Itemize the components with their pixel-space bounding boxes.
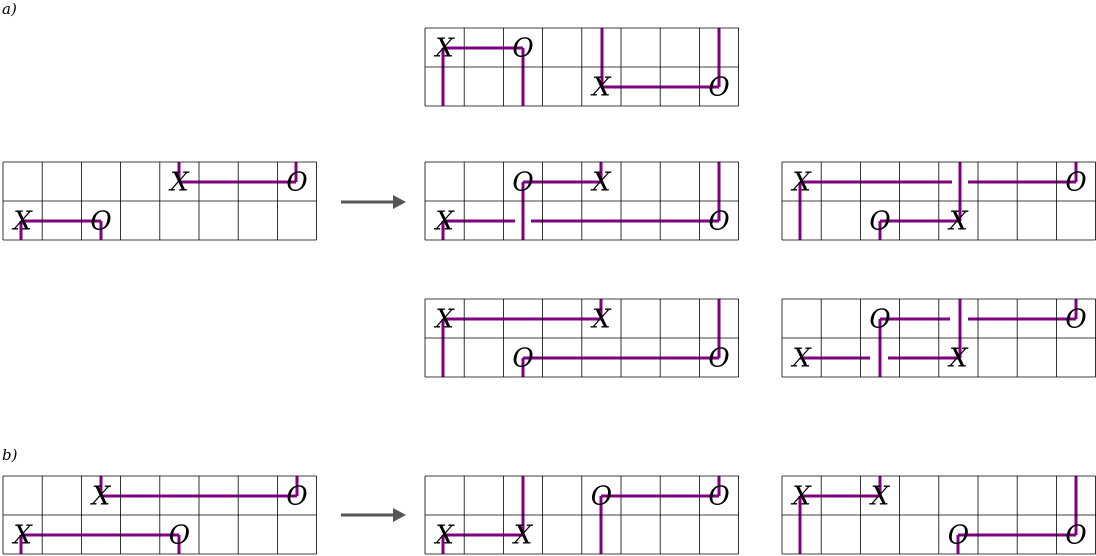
- grid-a-result-bottom-right: O O X X: [781, 298, 1096, 378]
- o-marker: O: [512, 34, 533, 64]
- x-marker: X: [790, 168, 812, 198]
- grid-b-source: X O X O: [2, 475, 318, 555]
- x-marker: X: [90, 482, 112, 512]
- o-marker: O: [708, 73, 729, 103]
- x-marker: X: [590, 73, 612, 103]
- x-marker: X: [433, 521, 455, 551]
- o-marker: O: [169, 521, 190, 551]
- o-marker: O: [869, 305, 890, 335]
- o-marker: O: [512, 168, 533, 198]
- x-marker: X: [947, 207, 969, 237]
- x-marker: X: [11, 207, 33, 237]
- x-marker: X: [11, 521, 33, 551]
- grid-a-result-top: X O X O: [424, 27, 740, 107]
- arrow-head: [393, 508, 406, 522]
- o-marker: O: [90, 207, 111, 237]
- part-b-label: b): [2, 446, 18, 464]
- x-marker: X: [512, 521, 534, 551]
- o-marker: O: [708, 482, 729, 512]
- x-marker: X: [947, 344, 969, 374]
- x-marker: X: [590, 305, 612, 335]
- grid-b-result-right: X X O O: [781, 475, 1096, 555]
- x-marker: X: [433, 34, 455, 64]
- grid-a-source: X O X O: [2, 161, 318, 241]
- o-marker: O: [1065, 305, 1086, 335]
- grid-a-result-mid-left: O X X O: [424, 161, 740, 241]
- grid-a-result-bottom-left: X X O O: [424, 298, 740, 378]
- o-marker: O: [948, 521, 969, 551]
- o-marker: O: [1065, 168, 1086, 198]
- grid-b-result-left: O O X X: [424, 475, 740, 555]
- x-marker: X: [433, 207, 455, 237]
- x-marker: X: [790, 482, 812, 512]
- x-marker: X: [590, 168, 612, 198]
- x-marker: X: [869, 482, 891, 512]
- arrow-head: [393, 195, 406, 209]
- o-marker: O: [1065, 521, 1086, 551]
- o-marker: O: [591, 482, 612, 512]
- x-marker: X: [168, 168, 190, 198]
- o-marker: O: [512, 344, 533, 374]
- o-marker: O: [286, 168, 307, 198]
- part-a-label: a): [2, 0, 17, 18]
- x-marker: X: [433, 305, 455, 335]
- o-marker: O: [869, 207, 890, 237]
- grid-a-result-mid-right: X O O X: [781, 161, 1096, 241]
- o-marker: O: [708, 344, 729, 374]
- o-marker: O: [286, 482, 307, 512]
- o-marker: O: [708, 207, 729, 237]
- x-marker: X: [790, 344, 812, 374]
